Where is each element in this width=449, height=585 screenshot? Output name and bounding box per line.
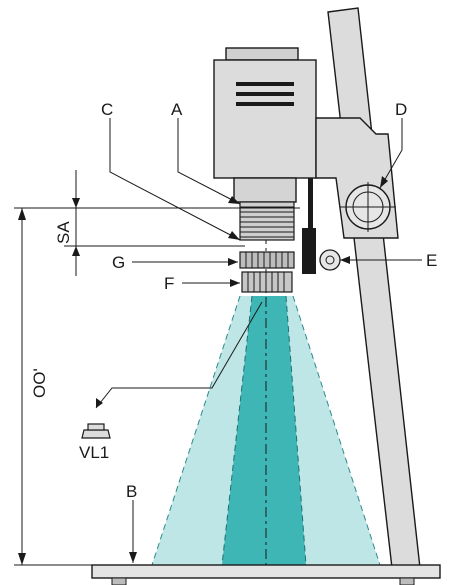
bellows-ridges [240,206,294,238]
sa-arrow-top [72,198,80,208]
leader-c [109,118,241,241]
sa-arrow-bottom [72,246,80,256]
lamp-top-cap [225,47,299,61]
light-cone-inner-edge-left [221,295,253,566]
vent-slot-1 [236,82,294,86]
label-a: A [171,100,183,119]
lamp-lower-body [233,177,297,203]
light-cone-inner-edge-right [285,295,307,566]
label-vl1: VL1 [79,443,109,462]
baseboard [91,564,441,579]
vent-slot-2 [236,92,294,96]
arrow-c [228,231,240,240]
label-d: D [395,100,407,119]
label-c: C [101,100,113,119]
bracket-stem [308,178,313,228]
lens-ring-g [239,251,295,269]
filter-holder-vl1 [81,429,111,439]
light-cone-inner [222,296,306,565]
arrow-vl1 [96,398,103,408]
label-b: B [126,482,137,501]
label-oo: OO' [30,368,49,398]
oo-arrow-top [18,208,26,220]
bracket-knob-e [319,249,341,271]
lens-ring-f-grip [247,272,285,292]
oo-arrow-bottom [18,553,26,565]
leader-vl1 [95,301,263,409]
leader-d [379,118,403,189]
arrow-f [230,279,240,287]
arrow-g [228,258,238,266]
bracket-knob-e-center [325,255,335,265]
arrow-a [228,196,240,204]
light-cone-edge-left [151,295,241,566]
label-e: E [426,251,437,270]
filter-holder-vl1-top [87,423,105,431]
lamp-housing [213,59,317,179]
baseboard-foot-right [399,577,415,585]
bracket-arm [302,228,316,274]
light-cone-edge-right [292,295,381,566]
leader-a [177,118,241,205]
lens-ring-g-grip [245,252,289,268]
arrow-b [129,552,137,563]
arrow-e [340,256,350,264]
label-g: G [112,253,125,272]
label-f: F [164,274,174,293]
baseboard-foot-left [111,577,127,585]
arrow-d [380,176,388,188]
label-sa: SA [54,221,73,244]
vent-slot-3 [236,102,294,106]
